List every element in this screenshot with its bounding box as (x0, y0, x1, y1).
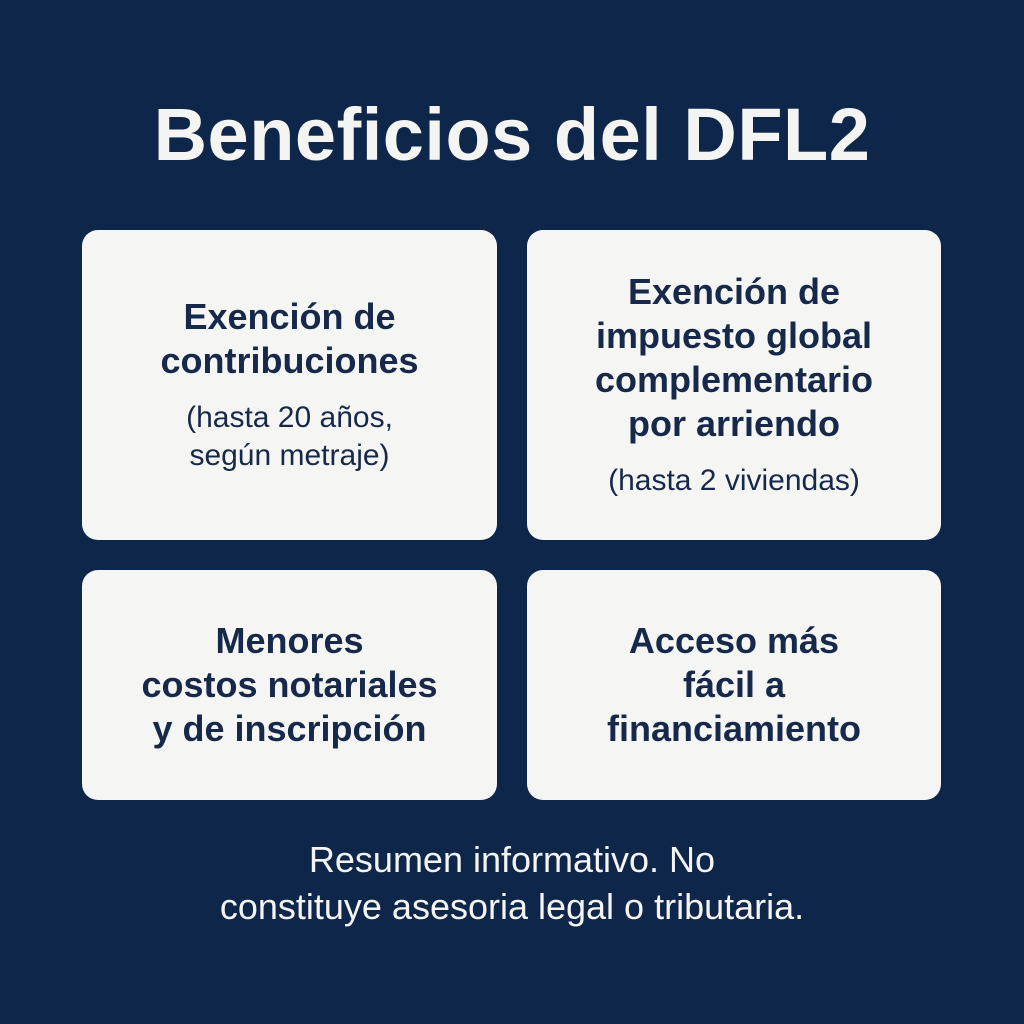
heading-line: costos notariales (141, 664, 438, 705)
heading-line: por arriendo (627, 403, 840, 444)
heading-line: contribuciones (160, 340, 419, 381)
heading-line: y de inscripción (152, 708, 427, 749)
benefit-card-financiamiento: Acceso más fácil a financiamiento (527, 570, 941, 800)
card-heading: Menores costos notariales y de inscripci… (141, 619, 437, 751)
note-line: (hasta 20 años, (186, 401, 393, 434)
benefit-card-costos-notariales: Menores costos notariales y de inscripci… (82, 570, 497, 800)
disclaimer-line: constituye asesoria legal o tributaria. (219, 886, 805, 927)
note-line: (hasta 2 viviendas) (608, 464, 860, 497)
heading-line: Exención de (627, 271, 841, 312)
benefit-card-impuesto-global: Exención de impuesto global complementar… (527, 230, 941, 540)
heading-line: Exención de (183, 296, 396, 337)
heading-line: fácil a (682, 664, 786, 705)
heading-line: Acceso más (628, 620, 840, 661)
disclaimer-line: Resumen informativo. No (308, 839, 716, 880)
heading-line: Menores (215, 620, 364, 661)
benefit-card-contribuciones: Exención de contribuciones (hasta 20 año… (82, 230, 497, 540)
heading-line: complementario (594, 359, 874, 400)
card-heading: Exención de contribuciones (160, 295, 418, 383)
page-title: Beneficios del DFL2 (153, 93, 871, 176)
note-line: según metraje) (189, 439, 390, 472)
disclaimer: Resumen informativo. No constituye aseso… (0, 836, 1024, 930)
card-note: (hasta 20 años, según metraje) (186, 399, 393, 475)
card-heading: Acceso más fácil a financiamiento (607, 619, 861, 751)
heading-line: financiamiento (606, 708, 862, 749)
card-note: (hasta 2 viviendas) (608, 462, 860, 500)
card-heading: Exención de impuesto global complementar… (595, 270, 873, 446)
heading-line: impuesto global (595, 315, 872, 356)
